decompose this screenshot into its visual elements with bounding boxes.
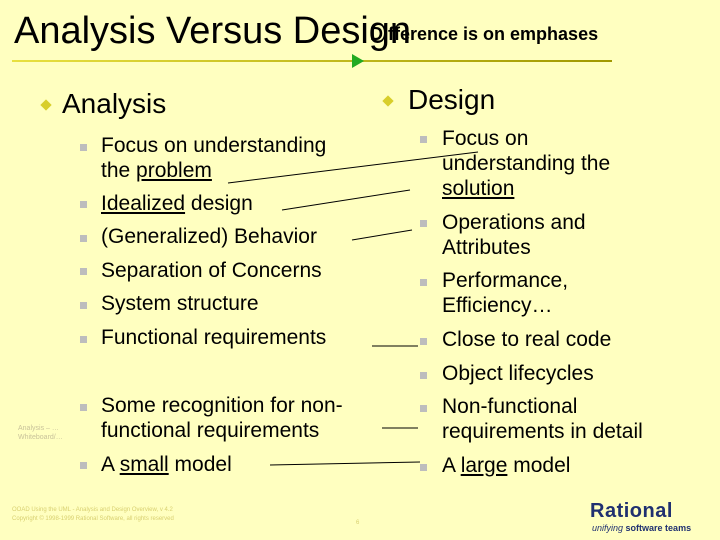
faint-overlay-line-2: Whiteboard/… — [18, 434, 63, 441]
design-item-7-underlined: large — [460, 454, 508, 477]
bullet-square-icon — [80, 302, 87, 309]
analysis-item-8-pre: A — [101, 453, 120, 476]
design-item-7-pre: A — [442, 454, 461, 477]
footer-line-2: Copyright © 1998-1999 Rational Software,… — [12, 516, 174, 522]
connector-understanding — [227, 151, 479, 184]
slide-title: Analysis Versus Design — [14, 10, 412, 52]
design-item-2: Operations and Attributes — [442, 210, 586, 260]
design-item-1-underlined: solution — [442, 177, 515, 200]
analysis-item-3: (Generalized) Behavior — [101, 225, 317, 248]
analysis-item-7-line2: functional requirements — [101, 419, 320, 442]
bullet-square-icon — [80, 201, 87, 208]
bullet-square-icon — [80, 235, 87, 242]
analysis-item-1: Focus on understanding the problem — [101, 133, 326, 183]
design-item-6: Non-functional requirements in detail — [442, 394, 643, 444]
analysis-item-2-rest: design — [185, 192, 253, 215]
slide-subtitle: Difference is on emphases — [370, 24, 599, 44]
design-item-1: Focus on understanding the solution — [442, 126, 610, 201]
play-marker-icon — [352, 54, 364, 68]
bullet-square-icon — [80, 462, 87, 469]
bullet-square-icon — [420, 405, 427, 412]
bullet-square-icon — [420, 372, 427, 379]
analysis-item-8-post: model — [168, 453, 232, 476]
design-item-5: Object lifecycles — [442, 362, 594, 385]
analysis-item-8-underlined: small — [119, 453, 169, 476]
bullet-square-icon — [80, 404, 87, 411]
analysis-item-1-underlined: problem — [136, 159, 212, 182]
connector-behavior — [351, 229, 413, 241]
logo-tagline: unifying software teams — [592, 523, 691, 533]
analysis-item-8: A small model — [101, 452, 232, 477]
connector-model — [269, 461, 421, 466]
design-item-2-line2: Attributes — [442, 236, 531, 259]
analysis-item-1-line2: the — [101, 159, 137, 182]
design-item-1-line2: understanding the — [442, 152, 611, 175]
analysis-item-1-line1: Focus on understanding — [101, 134, 327, 157]
footer-line-1: OOAD Using the UML - Analysis and Design… — [12, 507, 173, 513]
analysis-item-2-underlined: Idealized — [101, 192, 186, 215]
design-item-3-line1: Performance, — [442, 269, 569, 292]
design-item-6-line2: requirements in detail — [442, 420, 643, 443]
bullet-square-icon — [80, 144, 87, 151]
analysis-item-4: Separation of Concerns — [101, 259, 322, 282]
footer-copyright: OOAD Using the UML - Analysis and Design… — [12, 506, 174, 524]
logo-tagline-bold: software teams — [625, 523, 692, 533]
design-item-7-post: model — [507, 454, 571, 477]
logo-tagline-italic: unifying — [592, 523, 624, 533]
analysis-item-7: Some recognition for non- functional req… — [101, 393, 343, 443]
design-item-7: A large model — [442, 453, 570, 478]
analysis-item-2: Idealized design — [101, 191, 253, 216]
analysis-item-5: System structure — [101, 292, 259, 315]
bullet-square-icon — [80, 336, 87, 343]
analysis-item-6: Functional requirements — [101, 326, 327, 349]
faint-overlay-line-1: Analysis – … — [18, 425, 59, 432]
design-item-4: Close to real code — [442, 328, 612, 351]
bullet-square-icon — [420, 279, 427, 286]
bullet-square-icon — [420, 136, 427, 143]
page-number: 6 — [356, 520, 360, 526]
design-item-1-line1: Focus on — [442, 127, 529, 150]
connector-idealized — [281, 189, 411, 211]
analysis-item-7-line1: Some recognition for non- — [101, 394, 343, 417]
title-underline — [12, 60, 612, 62]
design-heading: Design — [408, 84, 496, 115]
bullet-square-icon — [80, 268, 87, 275]
design-item-6-line1: Non-functional — [442, 395, 578, 418]
design-item-2-line1: Operations and — [442, 211, 586, 234]
design-item-3: Performance, Efficiency… — [442, 268, 568, 318]
design-item-3-line2: Efficiency… — [442, 294, 553, 317]
faint-overlay-text: Analysis – … Whiteboard/… — [18, 424, 63, 442]
rational-logo: Rational unifying software teams — [588, 500, 712, 534]
logo-brand: Rational — [590, 500, 673, 522]
bullet-square-icon — [420, 338, 427, 345]
bullet-square-icon — [420, 220, 427, 227]
bullet-square-icon — [420, 464, 427, 471]
analysis-heading: Analysis — [62, 88, 167, 119]
